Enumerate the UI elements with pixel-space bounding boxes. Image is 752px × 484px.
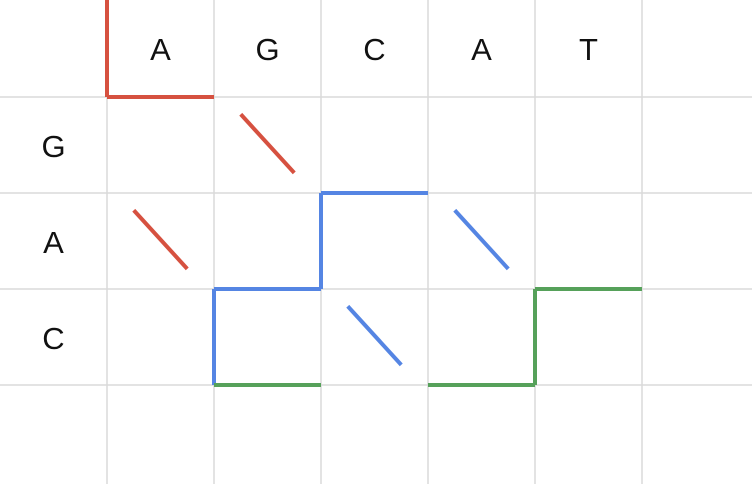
alignment-paths — [105, 0, 642, 387]
path-segment-diagonal-red — [132, 208, 189, 271]
row-header: A — [43, 225, 64, 260]
column-header: G — [255, 32, 279, 67]
path-segment-diagonal-blue — [346, 304, 403, 367]
column-header: A — [150, 32, 171, 67]
column-header: C — [363, 32, 385, 67]
column-headers: A G C A T — [150, 32, 598, 67]
column-header: T — [579, 32, 598, 67]
row-headers: G A C — [41, 129, 65, 356]
column-header: A — [471, 32, 492, 67]
row-header: C — [42, 321, 64, 356]
path-segment-diagonal-blue — [453, 208, 510, 271]
row-header: G — [41, 129, 65, 164]
path-segment-diagonal-red — [239, 112, 296, 175]
